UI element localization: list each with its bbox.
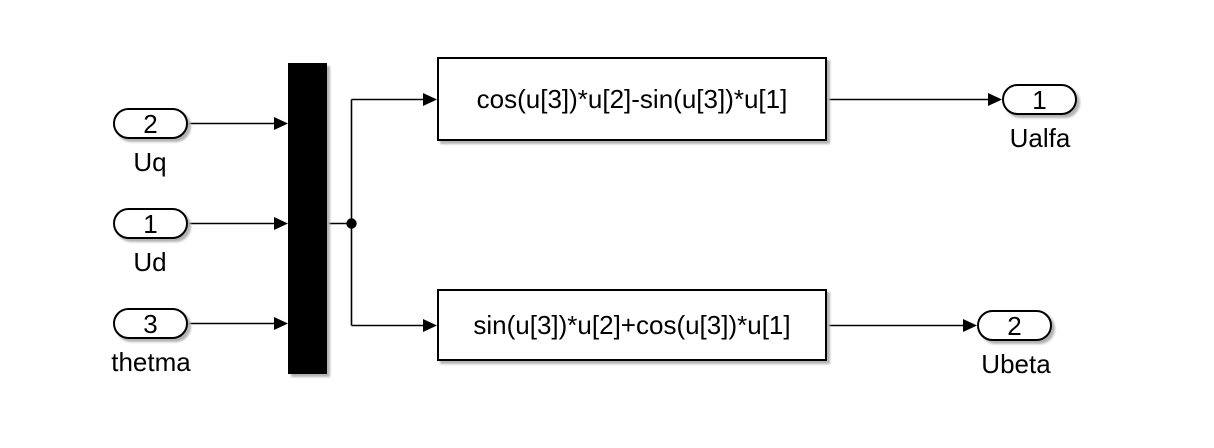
arrowhead-icon [988, 93, 1002, 106]
inport-thetma-number: 3 [143, 308, 158, 339]
signal-line-mux-output[interactable] [327, 93, 437, 332]
outport-ubeta-number: 2 [1007, 310, 1022, 341]
inport-ud[interactable]: 1 [113, 208, 188, 239]
mux-block[interactable] [288, 63, 327, 374]
signal-line-thetma-to-mux[interactable] [188, 317, 288, 330]
inport-ud-number: 1 [143, 208, 158, 239]
inport-uq-label[interactable]: Uq [133, 147, 167, 177]
outport-ualfa[interactable]: 1 [1002, 84, 1077, 115]
arrowhead-icon [963, 319, 977, 332]
fcn-block-ubeta-expression: sin(u[3])*u[2]+cos(u[3])*u[1] [473, 310, 791, 340]
signal-line-fcn1-to-ualfa[interactable] [827, 93, 1002, 106]
arrowhead-icon [423, 319, 437, 332]
arrowhead-icon [274, 317, 288, 330]
arrowhead-icon [423, 93, 437, 106]
fcn-block-ualfa-expression: cos(u[3])*u[2]-sin(u[3])*u[1] [476, 84, 788, 114]
inport-thetma-label[interactable]: thetma [111, 347, 191, 377]
outport-ubeta-label[interactable]: Ubeta [981, 349, 1051, 379]
arrowhead-icon [274, 117, 288, 130]
inport-uq-number: 2 [143, 108, 158, 139]
inport-uq[interactable]: 2 [113, 108, 188, 139]
outport-ubeta[interactable]: 2 [977, 310, 1052, 341]
inport-ud-label[interactable]: Ud [133, 247, 167, 277]
outport-ualfa-number: 1 [1032, 84, 1047, 115]
signal-line-fcn2-to-ubeta[interactable] [827, 319, 977, 332]
fcn-block-ualfa[interactable]: cos(u[3])*u[2]-sin(u[3])*u[1] [437, 57, 827, 141]
signal-line-uq-to-mux[interactable] [188, 117, 288, 130]
inport-thetma[interactable]: 3 [113, 308, 188, 339]
fcn-block-ubeta[interactable]: sin(u[3])*u[2]+cos(u[3])*u[1] [437, 289, 827, 361]
signal-line-ud-to-mux[interactable] [188, 217, 288, 230]
outport-ualfa-label[interactable]: Ualfa [1009, 123, 1071, 153]
arrowhead-icon [274, 217, 288, 230]
